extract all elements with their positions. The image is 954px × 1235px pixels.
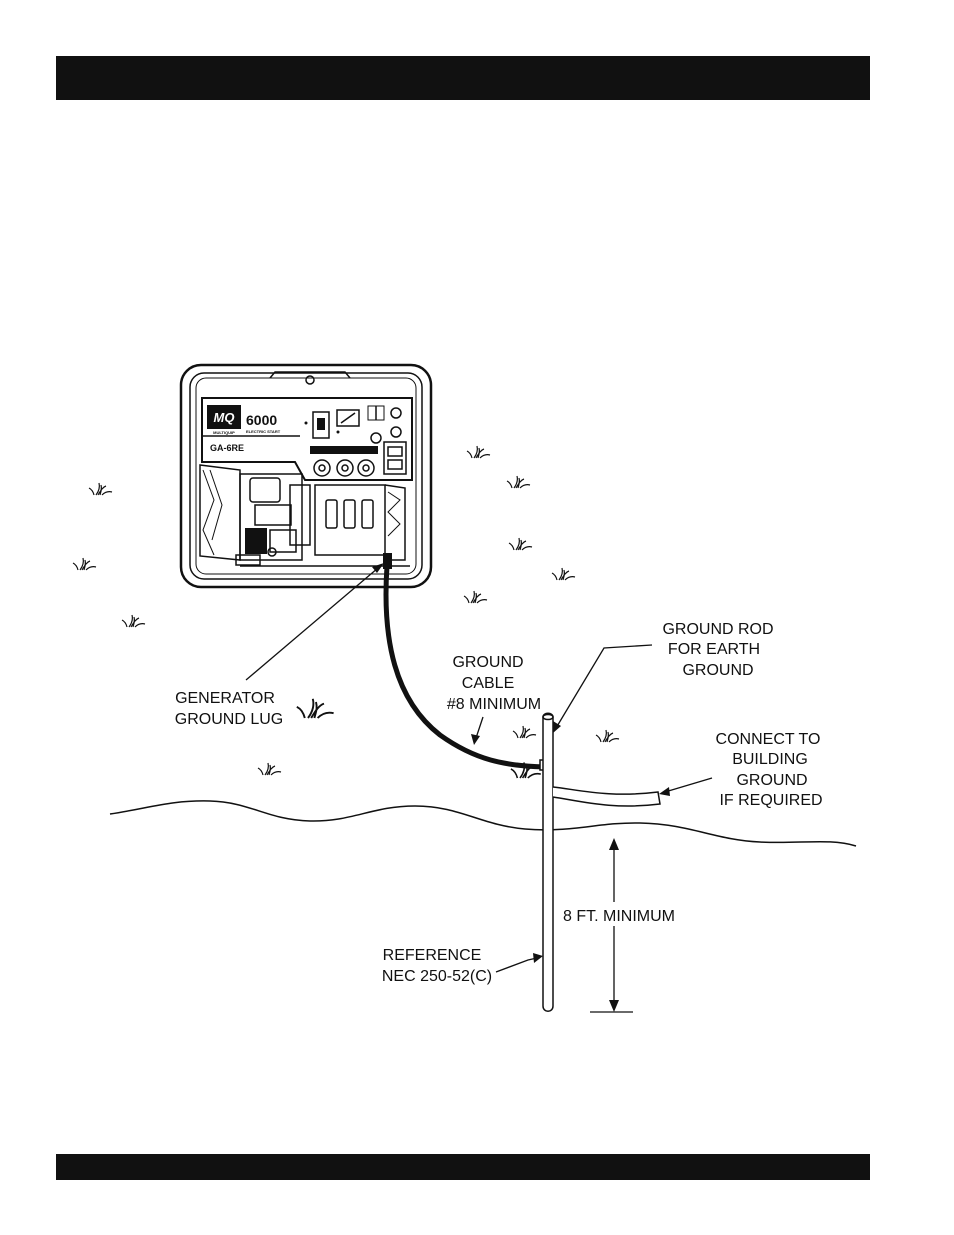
grass-icon xyxy=(122,615,145,627)
grass-icon xyxy=(507,476,530,488)
model-number: 6000 xyxy=(246,412,277,428)
depth-label: 8 FT. MINIMUM xyxy=(563,908,675,925)
model-subtitle: ELECTRIC START xyxy=(246,429,281,434)
outlet-icon xyxy=(314,460,330,476)
ground-rod-label-line2: FOR EARTH xyxy=(668,641,760,658)
generator-ground-lug-label-line2: GROUND LUG xyxy=(175,711,283,728)
leader-lines xyxy=(246,563,712,1012)
ground-rod xyxy=(543,713,553,1011)
grass-icon xyxy=(509,538,532,550)
outlet-icon xyxy=(337,460,353,476)
building-ground-label-line3: GROUND xyxy=(736,772,807,789)
brand-name: MULTIQUIP xyxy=(213,430,235,435)
ground-cable-label-line2: CABLE xyxy=(462,675,514,692)
building-ground-label-line1: CONNECT TO xyxy=(716,731,821,748)
grass-icon xyxy=(513,726,536,738)
reference-label-line1: REFERENCE xyxy=(383,947,482,964)
grass-icon xyxy=(464,591,487,603)
grass-icon xyxy=(89,483,112,495)
outlet-icon xyxy=(358,460,374,476)
grass-icon xyxy=(73,558,96,570)
ignition-icon xyxy=(391,408,401,418)
ground-rod-label-line3: GROUND xyxy=(682,662,753,679)
model-code: GA-6RE xyxy=(210,443,244,453)
labels: GENERATOR GROUND LUG GROUND CABLE #8 MIN… xyxy=(175,621,823,985)
building-ground-wire xyxy=(553,787,660,806)
grass-icon xyxy=(552,568,575,580)
building-ground-label-line2: BUILDING xyxy=(732,751,808,768)
grass-icon xyxy=(258,763,281,775)
grass-icon xyxy=(297,699,334,718)
ground-cable-label-line1: GROUND xyxy=(452,654,523,671)
grass-icon xyxy=(467,446,490,458)
generator-ground-lug-label-line1: GENERATOR xyxy=(175,690,275,707)
grass-icon xyxy=(596,730,619,742)
reference-label-line2: NEC 250-52(C) xyxy=(382,968,492,985)
grass-tufts xyxy=(73,446,619,778)
generator: MQ MULTIQUIP 6000 ELECTRIC START GA-6RE xyxy=(181,365,431,587)
ground-rod-label-line1: GROUND ROD xyxy=(662,621,773,638)
brand-mark: MQ xyxy=(214,410,235,425)
ground-cable-label-line3: #8 MINIMUM xyxy=(447,696,541,713)
building-ground-label-line4: IF REQUIRED xyxy=(719,792,822,809)
lifting-hook-icon xyxy=(306,376,314,384)
